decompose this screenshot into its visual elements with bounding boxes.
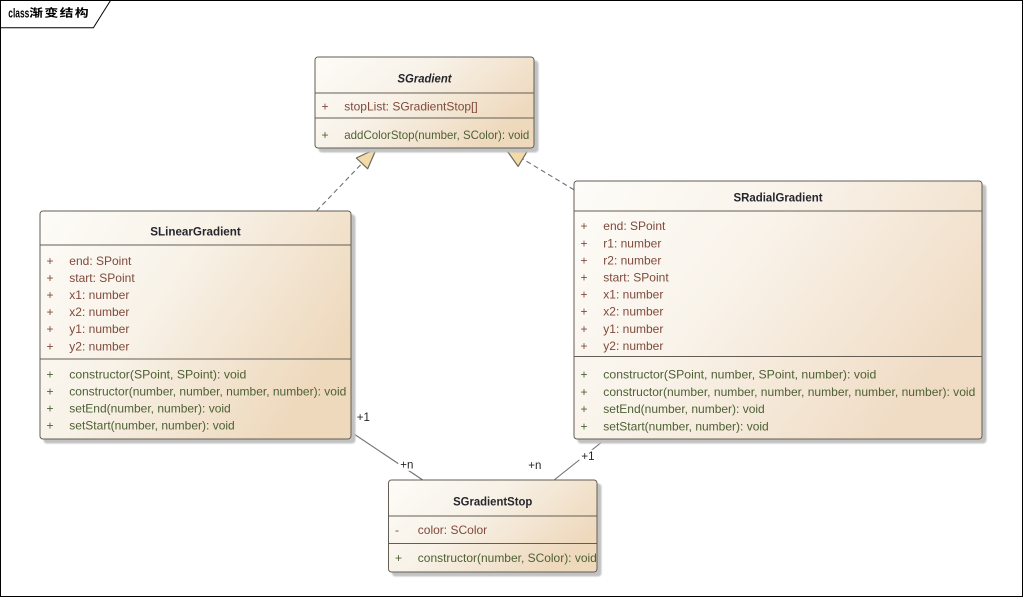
svg-text:+: + [47, 401, 54, 415]
svg-text:constructor(number, SColor): v: constructor(number, SColor): void [418, 551, 597, 565]
svg-text:constructor(SPoint, SPoint): v: constructor(SPoint, SPoint): void [69, 367, 246, 381]
svg-text:+: + [581, 288, 588, 302]
svg-text:SLinearGradient: SLinearGradient [150, 224, 241, 238]
svg-text:+: + [47, 384, 54, 398]
svg-text:r2: number: r2: number [603, 253, 661, 267]
svg-text:class: class [8, 7, 29, 21]
svg-text:y1: number: y1: number [603, 322, 663, 336]
svg-text:+n: +n [400, 460, 413, 472]
svg-text:+: + [47, 418, 54, 432]
svg-text:x2: number: x2: number [69, 305, 129, 319]
svg-text:+: + [581, 322, 588, 336]
svg-text:+: + [581, 219, 588, 233]
svg-text:addColorStop(number, SColor):: addColorStop(number, SColor): void [344, 128, 529, 142]
svg-text:x1: number: x1: number [603, 288, 663, 302]
svg-text:+1: +1 [581, 451, 594, 463]
svg-text:+n: +n [528, 460, 541, 472]
svg-text:constructor(number, number, nu: constructor(number, number, number, numb… [603, 385, 975, 399]
svg-text:color: SColor: color: SColor [418, 523, 487, 537]
svg-text:setStart(number, number): void: setStart(number, number): void [603, 420, 768, 434]
svg-text:SRadialGradient: SRadialGradient [734, 190, 823, 204]
svg-text:+: + [47, 322, 54, 336]
svg-text:y2: number: y2: number [603, 339, 663, 353]
svg-text:+: + [322, 128, 329, 142]
svg-text:setStart(number, number): void: setStart(number, number): void [69, 418, 234, 432]
svg-text:y1: number: y1: number [69, 322, 129, 336]
svg-text:y2: number: y2: number [69, 339, 129, 353]
svg-text:+: + [395, 551, 402, 565]
svg-text:+: + [581, 253, 588, 267]
svg-text:+: + [47, 254, 54, 268]
svg-text:+: + [581, 385, 588, 399]
svg-text:+: + [47, 339, 54, 353]
svg-text:end: SPoint: end: SPoint [69, 254, 132, 268]
svg-text:+: + [581, 420, 588, 434]
svg-text:+: + [581, 339, 588, 353]
svg-text:+: + [47, 288, 54, 302]
svg-text:+: + [581, 402, 588, 416]
svg-text:+1: +1 [357, 412, 370, 424]
svg-text:+: + [581, 368, 588, 382]
svg-text:start: SPoint: start: SPoint [69, 271, 135, 285]
svg-text:end: SPoint: end: SPoint [603, 219, 666, 233]
svg-text:setEnd(number, number): void: setEnd(number, number): void [603, 402, 764, 416]
svg-text:SGradientStop: SGradientStop [453, 494, 532, 508]
svg-text:constructor(SPoint, number, SP: constructor(SPoint, number, SPoint, numb… [603, 368, 876, 382]
svg-text:+: + [581, 271, 588, 285]
svg-text:+: + [47, 271, 54, 285]
svg-text:x2: number: x2: number [603, 305, 663, 319]
svg-text:+: + [581, 305, 588, 319]
svg-text:+: + [47, 305, 54, 319]
svg-text:x1: number: x1: number [69, 288, 129, 302]
svg-text:+: + [322, 100, 329, 114]
svg-text:r1: number: r1: number [603, 236, 661, 250]
svg-text:start: SPoint: start: SPoint [603, 271, 669, 285]
svg-text:SGradient: SGradient [398, 71, 453, 85]
svg-text:+: + [581, 236, 588, 250]
svg-text:+: + [47, 367, 54, 381]
svg-text:stopList: SGradientStop[]: stopList: SGradientStop[] [344, 100, 477, 114]
svg-text:setEnd(number, number): void: setEnd(number, number): void [69, 401, 230, 415]
svg-text:-: - [395, 523, 399, 537]
svg-text:constructor(number, number, nu: constructor(number, number, number, numb… [69, 384, 346, 398]
